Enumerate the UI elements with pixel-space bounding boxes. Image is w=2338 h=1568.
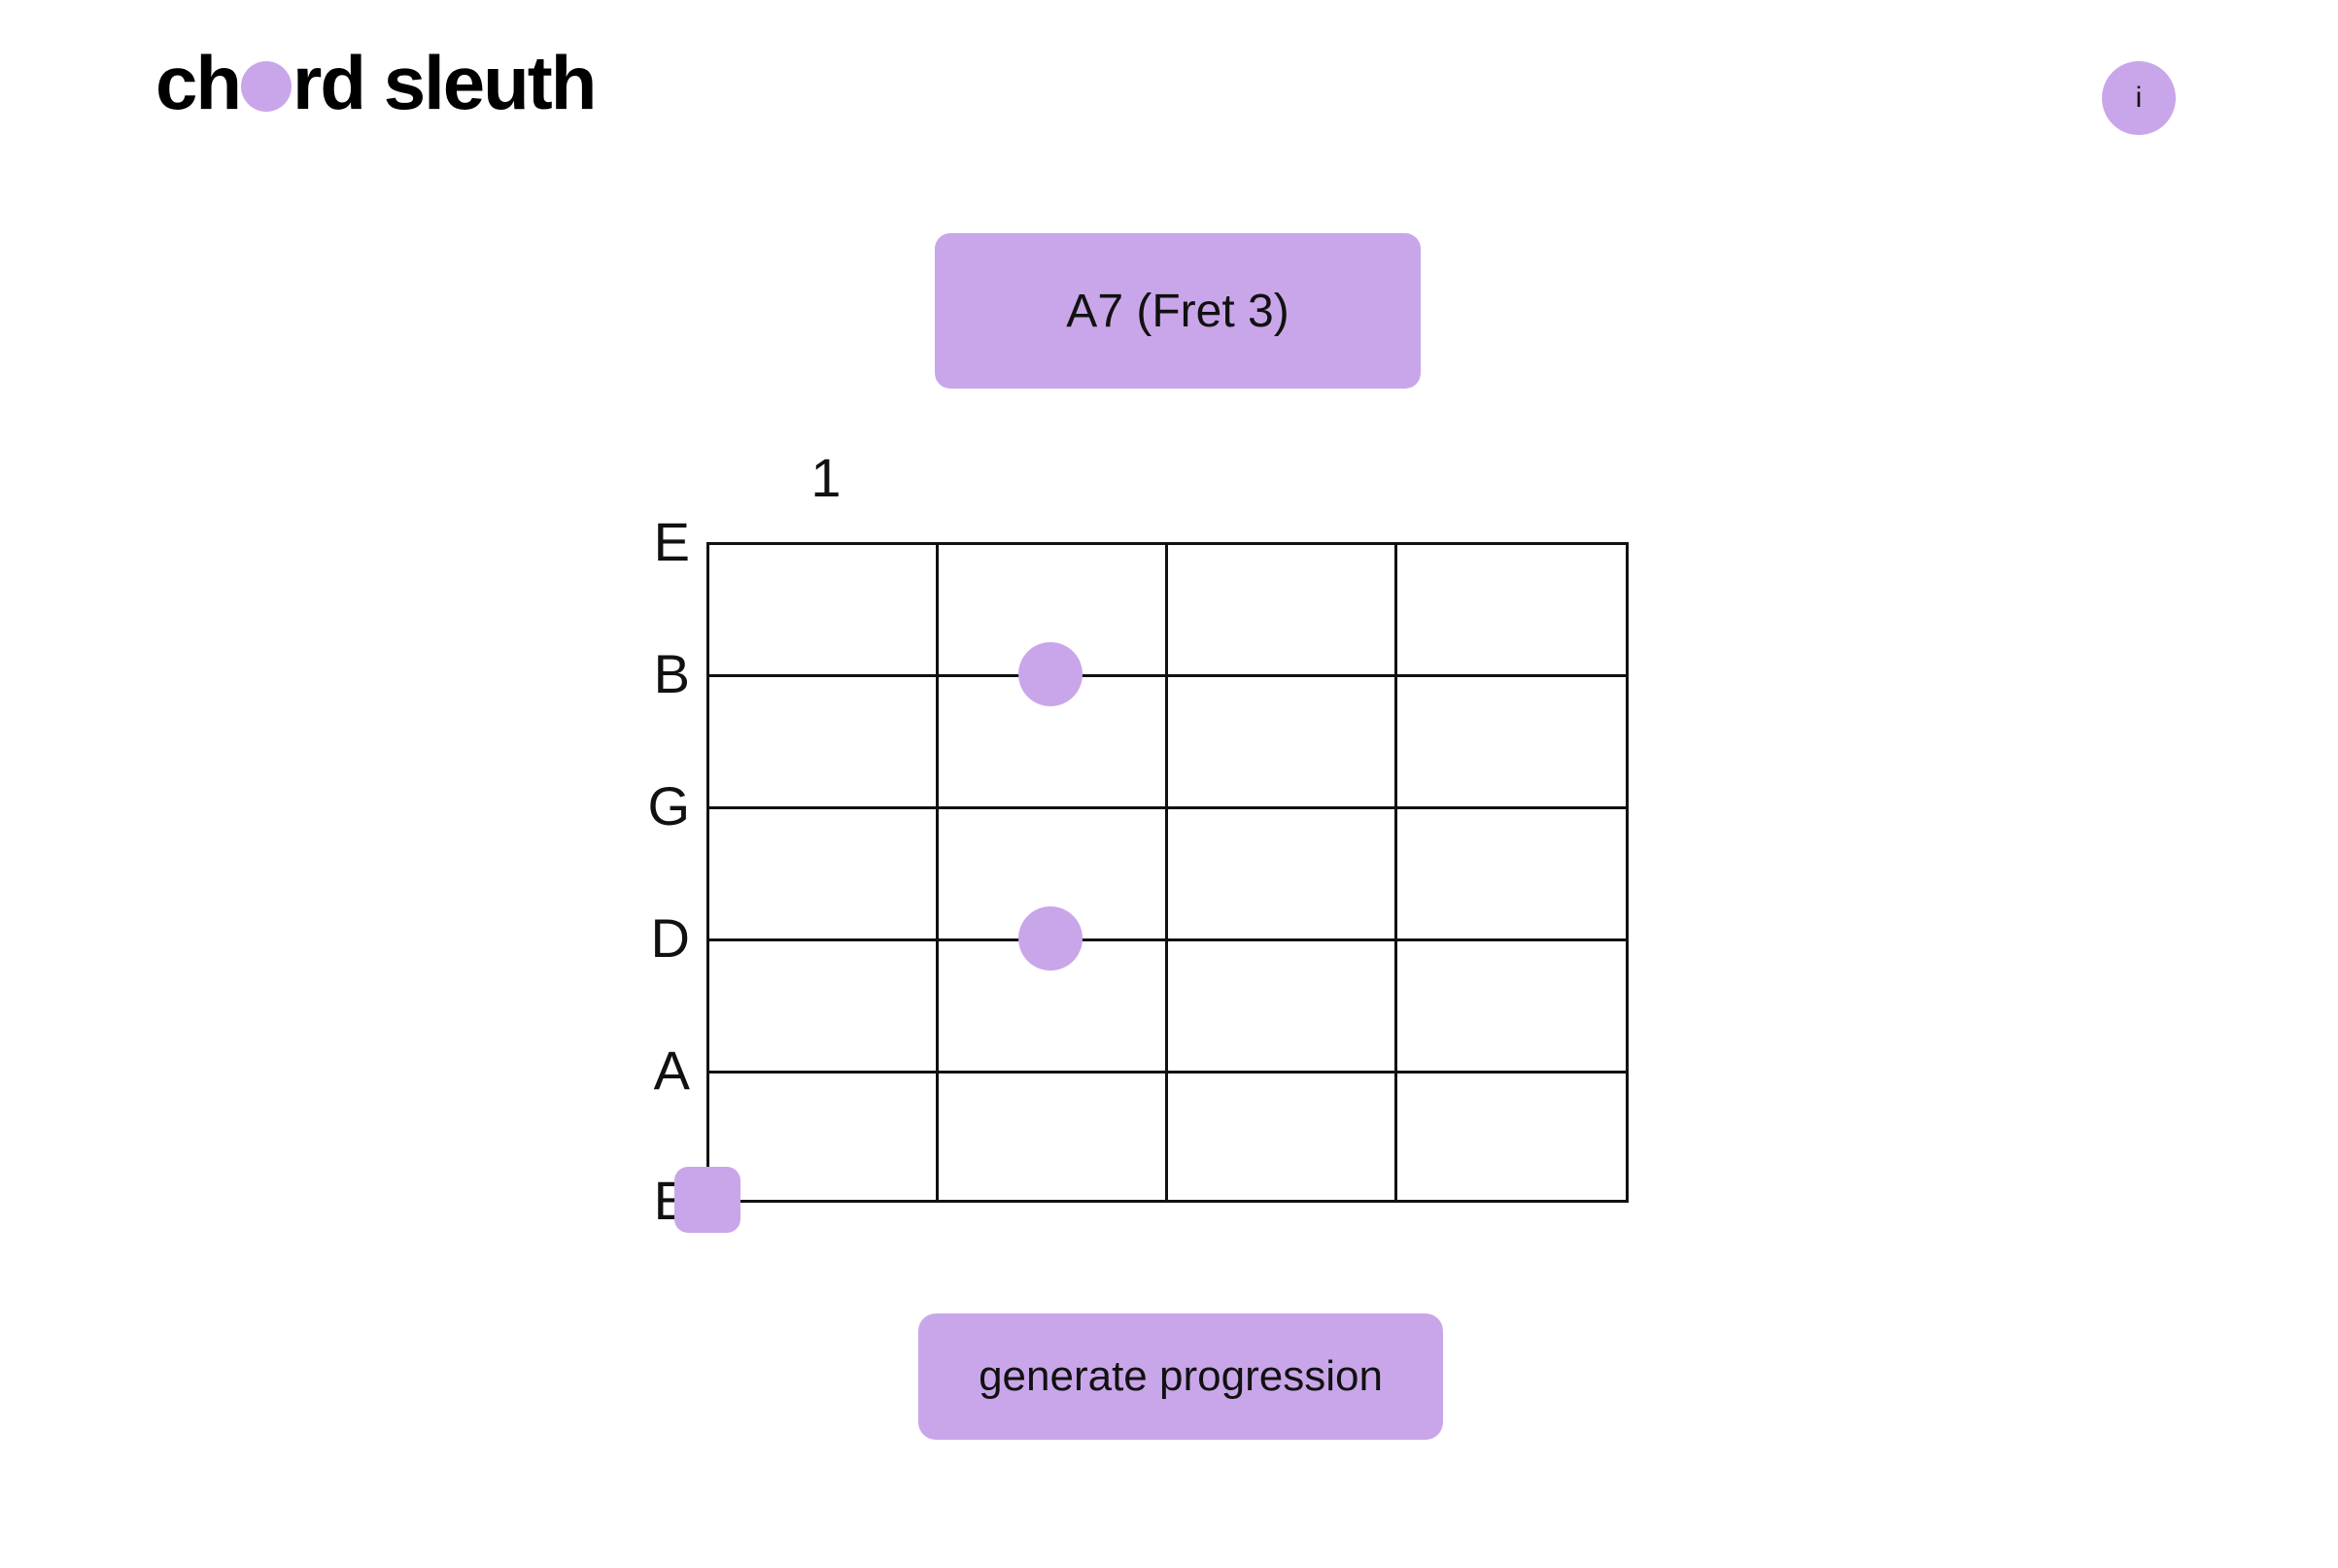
generate-progression-button[interactable]: generate progression [918,1313,1443,1440]
info-button[interactable]: i [2102,61,2176,135]
string-line-a [706,1071,1629,1074]
string-label-b: B [653,643,690,704]
fret-line-1 [936,542,939,1203]
app-header: ch rd sleuth i [0,0,2338,175]
string-label-d: D [650,907,690,969]
string-label-g: G [647,775,690,836]
brand-prefix-text: ch [155,40,242,125]
info-icon: i [2135,82,2143,114]
fret-line-4 [1626,542,1629,1203]
string-label-e-high: E [653,511,690,572]
brand-logo: ch rd sleuth [155,39,597,126]
string-line-e-low [706,1200,1629,1203]
finger-dot-d-string[interactable] [1018,906,1083,971]
string-line-d [706,938,1629,941]
string-line-b [706,674,1629,677]
finger-dot-b-string[interactable] [1018,642,1083,706]
fret-line-nut [706,542,709,1203]
fret-number-1: 1 [810,447,842,508]
fret-line-2 [1165,542,1168,1203]
circle-logo-dot-icon [241,61,292,112]
string-line-g [706,806,1629,809]
chord-name-badge[interactable]: A7 (Fret 3) [935,233,1421,389]
brand-suffix-text: rd sleuth [292,40,597,125]
string-line-e-high [706,542,1629,545]
open-string-marker-e-low[interactable] [674,1167,740,1233]
fret-line-3 [1394,542,1397,1203]
string-label-a: A [653,1040,690,1101]
